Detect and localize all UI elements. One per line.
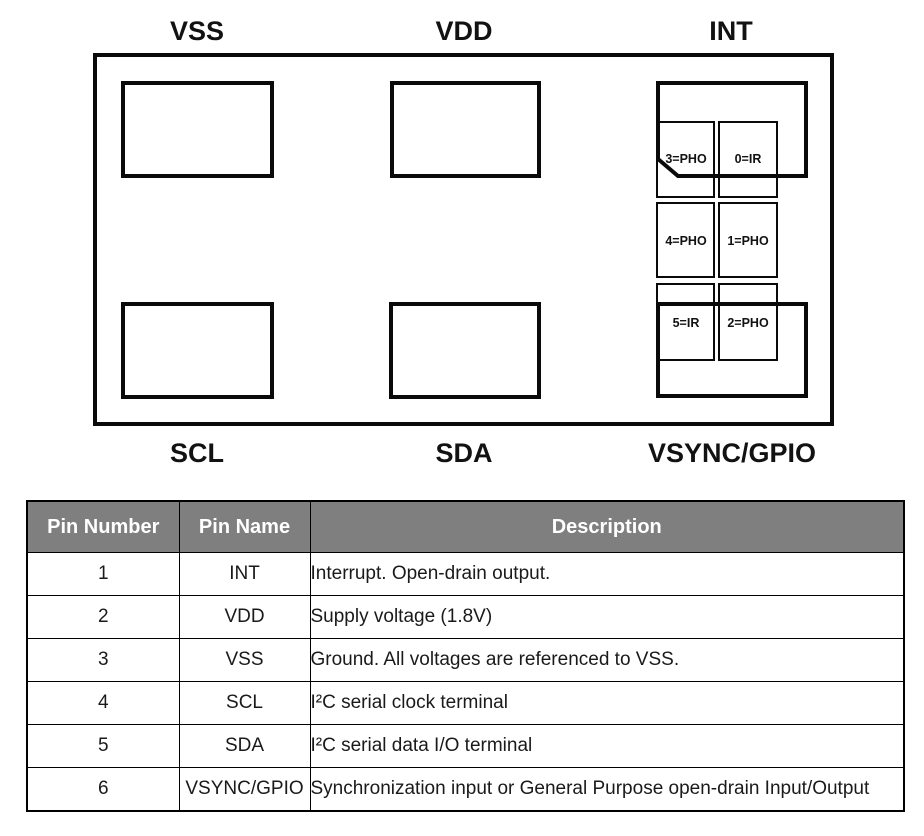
pin-number-cell: 1	[26, 552, 180, 596]
pin-number-cell: 6	[26, 767, 180, 812]
sensor-cell-3pho-label: 3=PHO	[665, 152, 707, 166]
pin-label-vsync-gpio: VSYNC/GPIO	[648, 438, 816, 468]
pin-label-vdd: VDD	[435, 16, 492, 46]
header-description: Description	[309, 500, 905, 553]
sensor-cell-4pho-label: 4=PHO	[665, 234, 707, 248]
pin-description-cell: Ground. All voltages are referenced to V…	[309, 638, 905, 682]
table-row: 3 VSS Ground. All voltages are reference…	[26, 638, 905, 682]
sensor-cell-0ir-label: 0=IR	[735, 152, 762, 166]
header-pin-number: Pin Number	[26, 500, 180, 553]
sensor-cell-1pho-label: 1=PHO	[727, 234, 769, 248]
pin-name-cell: VSS	[178, 638, 311, 682]
pad-vss	[121, 81, 274, 178]
pin-name-cell: VDD	[178, 595, 311, 639]
table-row: 6 VSYNC/GPIO Synchronization input or Ge…	[26, 767, 905, 812]
sensor-cell-2pho-box	[718, 283, 778, 361]
pin-description-cell: Interrupt. Open-drain output.	[309, 552, 905, 596]
pad-vdd	[390, 81, 541, 178]
table-row: 2 VDD Supply voltage (1.8V)	[26, 595, 905, 639]
sensor-cell-0ir-box	[718, 121, 778, 198]
pad-scl	[121, 302, 274, 399]
table-header-row: Pin Number Pin Name Description	[26, 500, 905, 553]
pin-description-cell: I²C serial clock terminal	[309, 681, 905, 725]
pin-label-scl: SCL	[170, 438, 224, 468]
pad-int	[656, 81, 808, 178]
table-row: 4 SCL I²C serial clock terminal	[26, 681, 905, 725]
pin-description-cell: I²C serial data I/O terminal	[309, 724, 905, 768]
sensor-cell-2pho-label: 2=PHO	[727, 316, 769, 330]
pin-number-cell: 4	[26, 681, 180, 725]
pin-number-cell: 2	[26, 595, 180, 639]
pin-name-cell: INT	[178, 552, 311, 596]
table-row: 1 INT Interrupt. Open-drain output.	[26, 552, 905, 596]
pin-name-cell: VSYNC/GPIO	[178, 767, 311, 812]
header-pin-name: Pin Name	[178, 500, 311, 553]
table-row: 5 SDA I²C serial data I/O terminal	[26, 724, 905, 768]
pad-vsync-gpio	[656, 302, 808, 398]
pin-label-int: INT	[709, 16, 753, 46]
pin-name-cell: SDA	[178, 724, 311, 768]
pad-sda	[389, 302, 541, 399]
pin-number-cell: 5	[26, 724, 180, 768]
pin-number-cell: 3	[26, 638, 180, 682]
pin-description-cell: Synchronization input or General Purpose…	[309, 767, 905, 812]
pin-description-cell: Supply voltage (1.8V)	[309, 595, 905, 639]
chip-outline	[93, 53, 834, 426]
pin-name-cell: SCL	[178, 681, 311, 725]
sensor-cell-4pho-box	[656, 202, 715, 278]
pin-diagram: VSS VDD INT 3=PHO 0=IR 4=PHO 1=PHO 5=IR …	[93, 16, 834, 468]
pin-label-vss: VSS	[170, 16, 224, 46]
sensor-cell-5ir-label: 5=IR	[673, 316, 700, 330]
pin-label-sda: SDA	[435, 438, 492, 468]
pin-description-table: Pin Number Pin Name Description 1 INT In…	[26, 500, 905, 812]
sensor-cell-1pho-box	[718, 202, 778, 278]
